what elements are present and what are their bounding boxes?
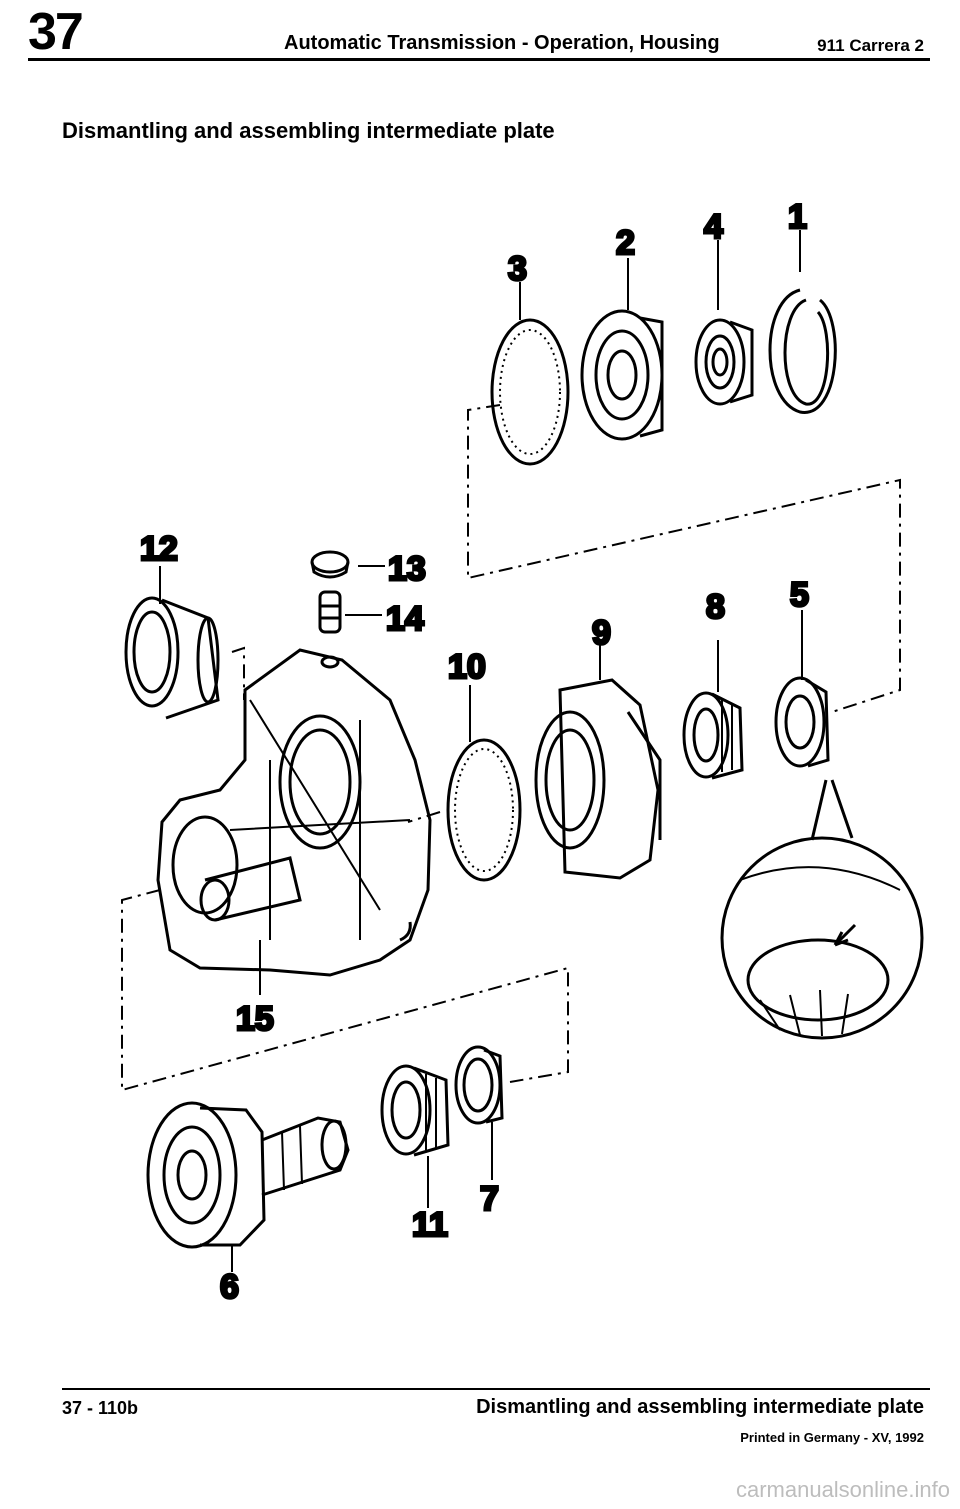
callout-15: 15: [236, 1000, 274, 1038]
callout-4: 4: [704, 208, 723, 246]
header-title: Automatic Transmission - Operation, Hous…: [284, 32, 720, 54]
part-8-roller-bearing: [682, 691, 744, 780]
part-14-valve: [318, 590, 342, 669]
exploded-view-diagram: 1 2 3 4 5 6 7 8 9 10 11 12 13 14 15: [121, 197, 924, 1308]
callout-8: 8: [706, 588, 725, 626]
part-9-bearing-flange: [534, 678, 662, 880]
part-5-slotted-nut: [774, 676, 830, 768]
footer-divider: [62, 1388, 930, 1390]
part-3-o-ring: [490, 318, 570, 466]
part-2-bearing-cover: [580, 309, 664, 441]
detail-magnifier: [720, 779, 924, 1040]
callout-13: 13: [388, 550, 426, 588]
part-6-gear-shaft: [146, 1101, 350, 1249]
header-divider: [28, 58, 930, 61]
part-4-bearing: [694, 318, 754, 406]
part-11-roller-bearing: [380, 1064, 450, 1157]
assembly-guide-lines: [121, 404, 901, 1092]
part-13-plug: [310, 550, 350, 579]
callout-6: 6: [220, 1268, 239, 1306]
callout-2: 2: [616, 224, 635, 262]
callout-7: 7: [480, 1180, 499, 1218]
footer-page-number: 37 - 110b: [62, 1398, 139, 1418]
watermark: carmanualsonline.info: [735, 1477, 950, 1502]
part-1-circlip: [768, 288, 837, 414]
callout-10: 10: [448, 648, 486, 686]
callout-11: 11: [412, 1206, 448, 1244]
chapter-number: 37: [28, 3, 84, 61]
callout-5: 5: [790, 576, 809, 614]
callout-14: 14: [386, 600, 424, 638]
part-12-bearing-race: [124, 596, 220, 720]
footer-print-note: Printed in Germany - XV, 1992: [740, 1430, 924, 1445]
callout-9: 9: [592, 614, 611, 652]
callout-12: 12: [140, 530, 178, 568]
part-7-race: [454, 1045, 504, 1125]
section-heading: Dismantling and assembling intermediate …: [62, 118, 555, 143]
callout-3: 3: [508, 250, 527, 288]
intermediate-plate-housing: [156, 648, 432, 977]
leader-lines: [159, 230, 803, 1272]
header-model: 911 Carrera 2: [817, 36, 924, 55]
footer-title: Dismantling and assembling intermediate …: [476, 1396, 924, 1418]
callout-1: 1: [788, 198, 807, 236]
part-10-o-ring: [446, 738, 522, 882]
